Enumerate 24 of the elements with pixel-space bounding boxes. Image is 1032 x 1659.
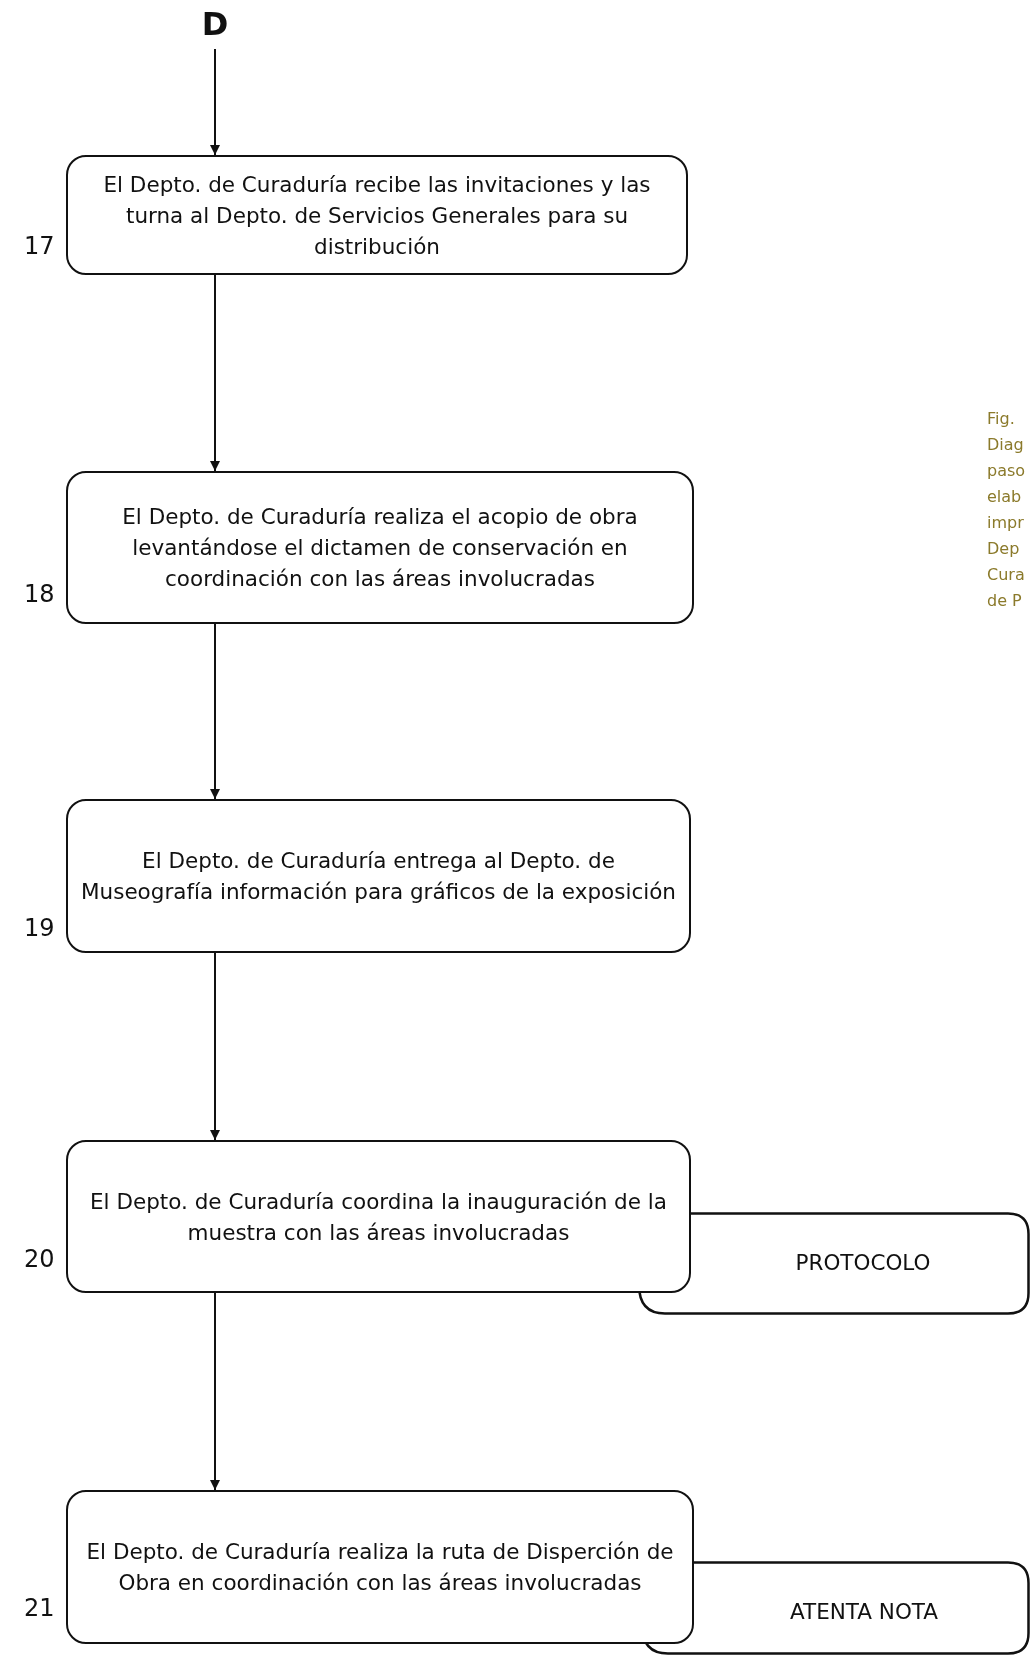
step-number: 18 (24, 580, 55, 608)
arrow (210, 1292, 220, 1491)
arrow (210, 48, 220, 156)
process-box (66, 1490, 694, 1644)
process-text: El Depto. de Curaduría realiza la ruta de Disperción de Obra en coordinación con las áreas involucradas (85, 1538, 675, 1597)
step-number: 20 (24, 1245, 55, 1273)
document-label: PROTOCOLO (795, 1249, 931, 1275)
process-box (66, 1140, 691, 1293)
process-box (66, 155, 688, 275)
process-text: El Depto. de Curaduría entrega al Depto. de Museografía información para gráficos de la exposición (80, 847, 677, 906)
step-number: 19 (24, 914, 55, 942)
arrow (210, 623, 220, 800)
arrow (210, 952, 220, 1141)
process-text: El Depto. de Curaduría realiza el acopio de obra levantándose el dictamen de conservación en coordinación con las áreas involucradas (121, 503, 639, 593)
process-box (66, 471, 694, 624)
document-label: ATENTA NOTA (790, 1598, 938, 1624)
process-box (66, 799, 691, 953)
step-number: 17 (24, 232, 55, 260)
process-text: El Depto. de Curaduría coordina la inauguración de la muestra con las áreas involucradas (89, 1187, 668, 1247)
process-text: El Depto. de Curaduría recibe las invitaciones y las turna al Depto. de Servicios Generales para su distribución (102, 170, 652, 261)
arrow (210, 274, 220, 472)
connector-label: D (195, 5, 235, 45)
figure-caption: Fig. Diag paso elab impr Dep Cura de P (987, 408, 1027, 612)
step-number: 21 (24, 1594, 55, 1622)
